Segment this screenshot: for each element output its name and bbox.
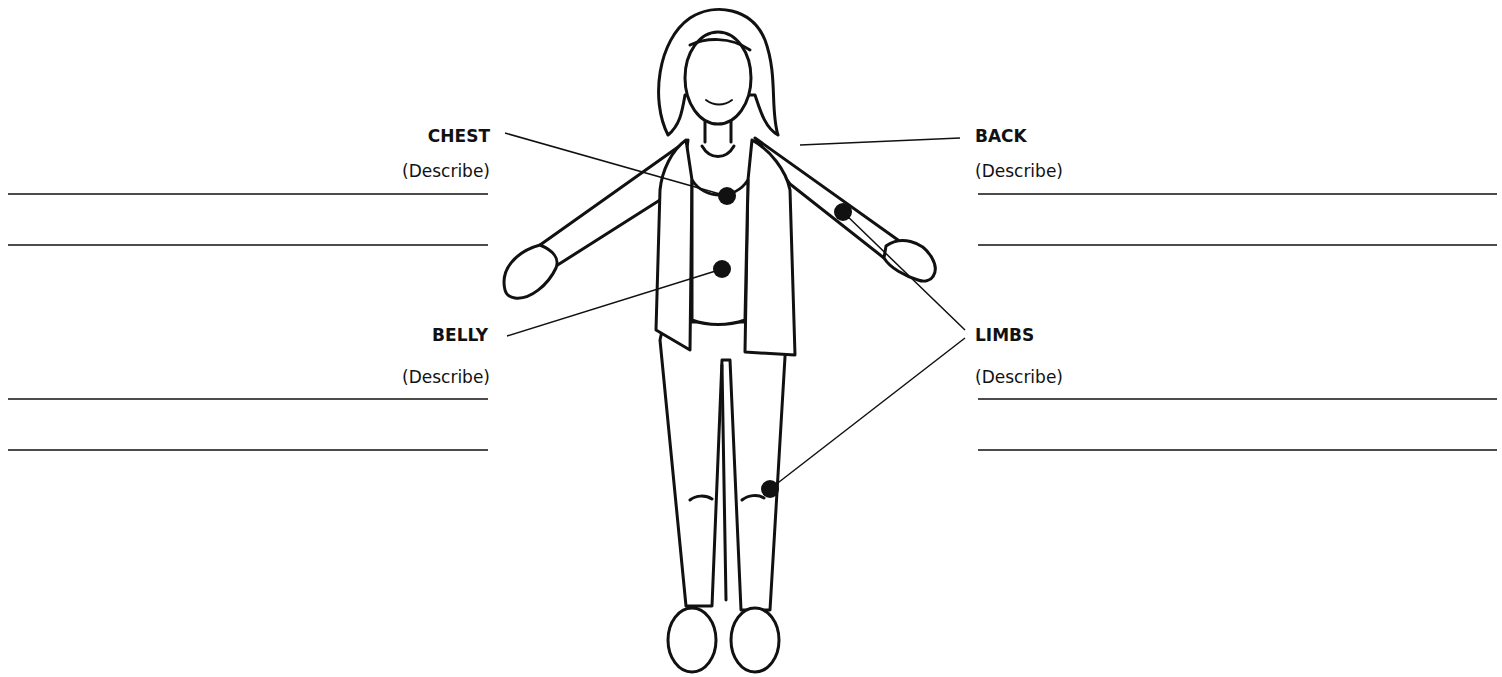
answer-line [8,244,488,245]
answer-line [978,449,1497,450]
answer-line [978,244,1497,245]
left-hand [504,245,557,298]
neck [705,121,731,142]
describe-prompt: (Describe) [975,160,1215,182]
collar [702,146,734,157]
body-part-label: BELLY [248,324,488,346]
figure [504,9,935,672]
answer-line [8,398,488,399]
right-foot [731,608,779,672]
marker-dot [761,480,779,498]
body-part-label: LIMBS [975,324,1215,346]
marker-dot [713,260,731,278]
knee-creases [690,496,764,500]
leader-line [843,212,965,330]
describe-prompt: (Describe) [250,160,490,182]
smile [706,100,732,105]
shirt [692,180,748,325]
answer-line [8,449,488,450]
marker-dot [834,203,852,221]
leader-line [800,138,960,145]
marker-dots [713,187,852,498]
face [685,32,751,124]
leader-line [505,133,727,196]
body-part-label: CHEST [250,125,490,147]
left-foot [668,608,716,672]
trousers [660,322,786,610]
answer-line [978,193,1497,194]
leader-line [770,338,965,489]
jacket-right-panel [745,140,795,355]
leader-line [507,269,722,336]
body-part-label: BACK [975,125,1215,147]
answer-line [8,193,488,194]
jacket-left-panel [656,140,692,350]
describe-prompt: (Describe) [975,366,1215,388]
right-hand [884,241,935,281]
marker-dot [718,187,736,205]
hair [659,9,778,135]
describe-prompt: (Describe) [250,366,490,388]
leader-lines [505,133,965,489]
answer-line [978,398,1497,399]
leg-gap [722,365,726,600]
hair-fringe [690,40,750,50]
